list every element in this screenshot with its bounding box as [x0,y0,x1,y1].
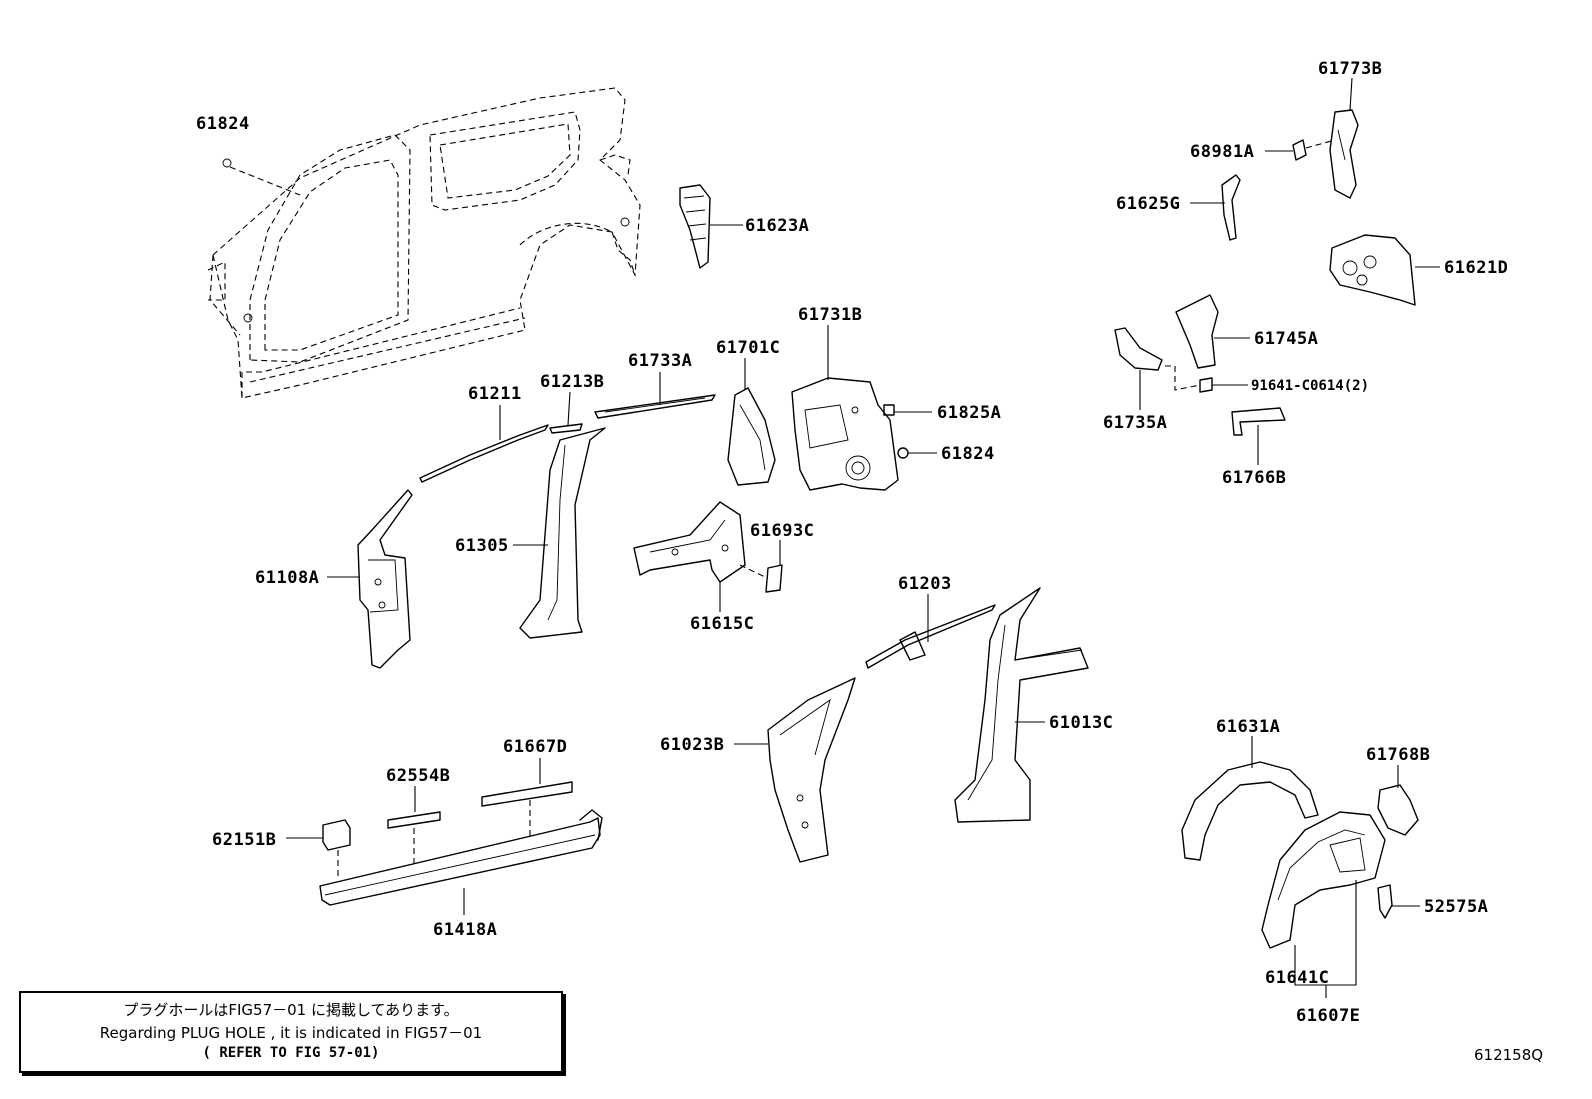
label-61023B: 61023B [660,735,724,755]
part-61621D [1329,234,1440,306]
label-61766B: 61766B [1222,468,1286,488]
part-61825A [883,404,932,416]
label-61108A: 61108A [255,568,319,588]
label-61693C: 61693C [750,521,814,541]
part-61623A [679,184,743,269]
part-61108A [327,489,413,669]
label-61733A: 61733A [628,351,692,371]
label-68981A: 68981A [1190,142,1254,162]
part-61824-mid [897,447,937,459]
label-61667D: 61667D [503,737,567,757]
label-61013C: 61013C [1049,713,1113,733]
label-61203: 61203 [898,574,952,594]
part-61745A [1175,294,1250,369]
label-61631A: 61631A [1216,717,1280,737]
label-61824-mid: 61824 [941,444,995,464]
figure-code: 612158Q [1474,1046,1544,1064]
part-62554B [387,786,441,865]
part-61213B [549,391,583,434]
part-62151B [286,819,351,880]
label-61625G: 61625G [1116,194,1180,214]
part-61013C [954,587,1089,823]
side-body-outline [207,87,641,399]
label-52575A: 52575A [1424,897,1488,917]
label-62151B: 62151B [212,830,276,850]
label-61825A: 61825A [937,403,1001,423]
label-61735A: 61735A [1103,413,1167,433]
part-61773B [1329,77,1359,199]
part-61701C [727,358,776,486]
label-61211: 61211 [468,384,522,404]
part-61631A [1181,736,1319,861]
label-61615C: 61615C [690,614,754,634]
label-61305: 61305 [455,536,509,556]
label-61824-top: 61824 [196,114,250,134]
part-61211 [419,405,549,483]
part-91641-bolt [1199,377,1248,393]
plug-hole-61824-top [222,158,232,168]
part-61615C [633,501,746,612]
leader-61824-top [229,166,301,196]
part-61418A [319,809,603,915]
note-line-refer: ( REFER TO FIG 57-01) [202,1045,380,1061]
plug-hole-note: プラグホールはFIG57－01 に掲載してあります。 Regarding PLU… [19,991,563,1073]
part-61693C [739,540,783,593]
part-61766B [1231,407,1286,465]
note-line-english: Regarding PLUG HOLE , it is indicated in… [99,1024,483,1042]
label-61745A: 61745A [1254,329,1318,349]
label-61641C: 61641C [1265,968,1329,988]
part-61607E [1261,811,1386,998]
part-52575A [1377,884,1420,919]
part-61731B [791,325,899,491]
part-61023B [734,677,856,863]
part-61305 [513,427,606,639]
label-61623A: 61623A [745,216,809,236]
label-61773B: 61773B [1318,59,1382,79]
label-91641-C0614: 91641-C0614(2) [1251,378,1369,394]
label-61418A: 61418A [433,920,497,940]
label-61621D: 61621D [1444,258,1508,278]
note-line-japanese: プラグホールはFIG57－01 に掲載してあります。 [123,1001,459,1019]
label-61701C: 61701C [716,338,780,358]
label-62554B: 62554B [386,766,450,786]
part-61768B [1377,765,1419,836]
part-61733A [594,372,716,419]
label-61607E: 61607E [1296,1006,1360,1026]
part-61667D [481,758,573,840]
label-61731B: 61731B [798,305,862,325]
part-61735A [1114,327,1201,410]
label-61213B: 61213B [540,372,604,392]
part-68981A [1265,139,1336,161]
label-61768B: 61768B [1366,745,1430,765]
part-61203 [865,594,996,669]
part-61625G [1190,174,1241,241]
